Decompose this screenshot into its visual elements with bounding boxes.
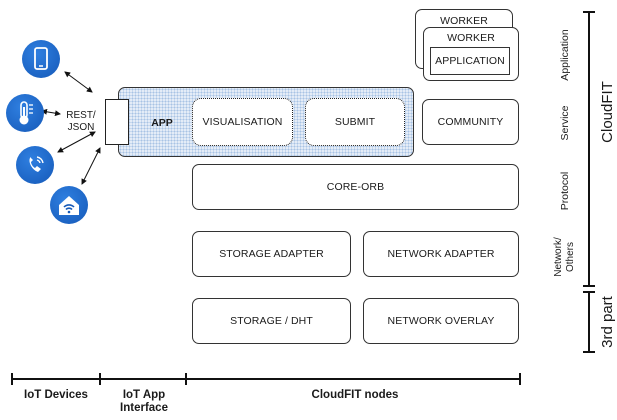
app-label: APP (151, 117, 173, 129)
arrow-smart-home (81, 147, 101, 185)
arrow-thermometer (41, 108, 61, 117)
iot-devices-label: IoT Devices (24, 389, 88, 401)
thermometer-icon (6, 94, 44, 132)
arrow-phone (57, 131, 96, 153)
core-orb-box: CORE-ORB (192, 164, 519, 210)
layer-service-label: Service (559, 105, 571, 141)
rest-json-label: REST/ JSON (66, 110, 96, 133)
cloudfit-label: CloudFIT (599, 81, 616, 143)
third-part-label: 3rd part (599, 296, 616, 348)
worker-back-label: WORKER (440, 15, 488, 27)
submit-box: SUBMIT (305, 98, 405, 146)
phone-icon (16, 146, 54, 184)
network-adapter-box: NETWORK ADAPTER (363, 231, 519, 277)
smart-home-icon (50, 186, 88, 224)
storage-adapter-box: STORAGE ADAPTER (192, 231, 351, 277)
smartphone-icon (22, 40, 60, 78)
layer-application-label: Application (559, 29, 571, 81)
layer-network-others-label: Network/ Others (553, 237, 576, 277)
network-overlay-box: NETWORK OVERLAY (363, 298, 519, 344)
visualisation-box: VISUALISATION (192, 98, 293, 146)
iot-app-interface-label: IoT App Interface (120, 389, 168, 414)
worker-front-label: WORKER (447, 32, 495, 44)
layer-protocol-label: Protocol (559, 171, 571, 211)
community-box: COMMUNITY (422, 99, 519, 145)
cloudfit-nodes-label: CloudFIT nodes (311, 389, 399, 401)
rest-json-connector (105, 99, 129, 145)
arrow-smartphone (64, 71, 93, 93)
application-box: APPLICATION (430, 47, 510, 75)
storage-dht-box: STORAGE / DHT (192, 298, 351, 344)
